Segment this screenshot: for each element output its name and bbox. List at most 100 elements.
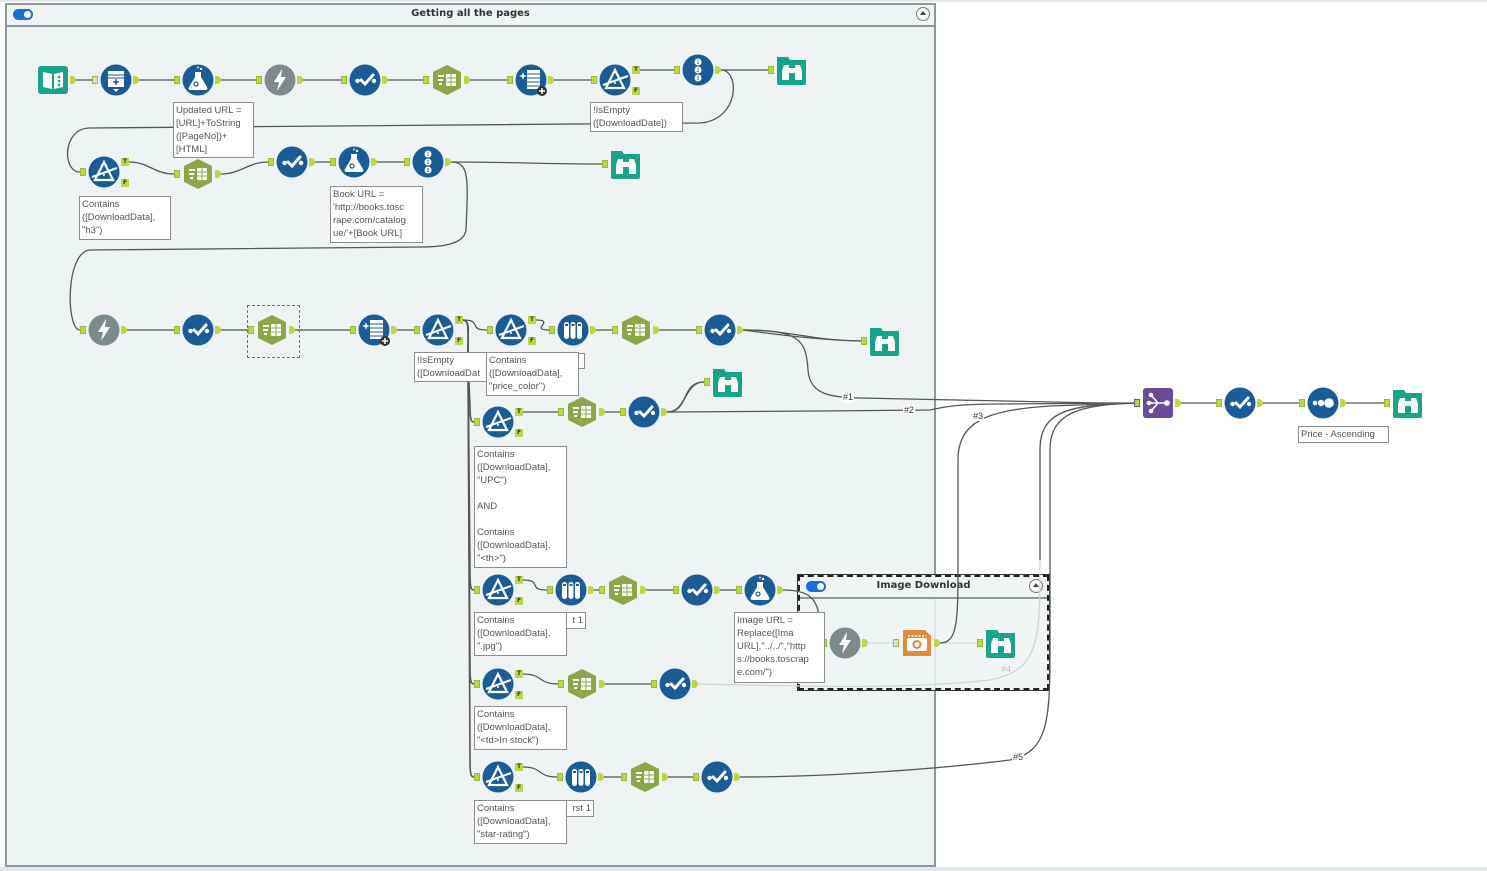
annotation-sort-price-ascending[interactable]: Price - Ascending: [1298, 426, 1389, 443]
annotation-filter-jpg[interactable]: Contains ([DownloadData], ".jpg"): [474, 612, 567, 656]
input-anchor[interactable]: [474, 773, 480, 781]
input-anchor[interactable]: [174, 170, 180, 178]
input-anchor[interactable]: [591, 76, 597, 84]
output-anchor[interactable]: [215, 170, 221, 178]
input-anchor[interactable]: [704, 378, 710, 386]
output-anchor[interactable]: [588, 586, 594, 594]
output-anchor[interactable]: [382, 76, 388, 84]
output-anchor[interactable]: [599, 408, 605, 416]
tool-select[interactable]: [1224, 387, 1256, 419]
tool-text-to-columns[interactable]: [566, 396, 598, 428]
tool-text-input[interactable]: [37, 64, 69, 96]
output-anchor[interactable]: [297, 76, 303, 84]
tool-browse[interactable]: [1392, 387, 1424, 419]
tool-select[interactable]: [349, 64, 381, 96]
true-output-anchor[interactable]: T: [515, 576, 523, 584]
output-anchor[interactable]: [289, 326, 295, 334]
input-anchor[interactable]: [893, 639, 899, 647]
connection[interactable]: [67, 69, 734, 173]
tool-download[interactable]: [88, 314, 120, 346]
container-collapse-button[interactable]: [1029, 579, 1043, 593]
input-anchor[interactable]: [558, 680, 564, 688]
true-output-anchor[interactable]: T: [515, 763, 523, 771]
annotation-filter-isempty[interactable]: !IsEmpty ([DownloadDat: [414, 352, 487, 382]
false-output-anchor[interactable]: F: [632, 87, 640, 95]
input-anchor[interactable]: [256, 76, 262, 84]
input-anchor[interactable]: [174, 76, 180, 84]
true-output-anchor[interactable]: T: [455, 316, 463, 324]
tool-filter[interactable]: [88, 156, 120, 188]
false-output-anchor[interactable]: F: [515, 691, 523, 699]
tool-generate-rows[interactable]: [100, 64, 132, 96]
output-anchor[interactable]: [1257, 399, 1263, 407]
tool-select[interactable]: [182, 314, 214, 346]
output-anchor[interactable]: [121, 326, 127, 334]
output-anchor[interactable]: [548, 76, 554, 84]
output-anchor[interactable]: [715, 66, 721, 74]
tool-filter[interactable]: [482, 574, 514, 606]
input-anchor[interactable]: [1216, 399, 1222, 407]
tool-text-to-columns[interactable]: [607, 574, 639, 606]
output-anchor[interactable]: [692, 680, 698, 688]
annotation-filter-in-stock[interactable]: Contains ([DownloadData], "<td>In stock"…: [474, 706, 567, 750]
false-output-anchor[interactable]: F: [455, 337, 463, 345]
tool-browse[interactable]: [869, 325, 901, 357]
connection[interactable]: [522, 766, 558, 778]
container-enable-toggle[interactable]: [13, 9, 33, 20]
input-anchor[interactable]: [768, 66, 774, 74]
input-anchor[interactable]: [404, 158, 410, 166]
input-anchor[interactable]: [696, 326, 702, 334]
tool-formula[interactable]: [744, 574, 776, 606]
true-output-anchor[interactable]: T: [515, 670, 523, 678]
tool-blob-convert[interactable]: [901, 627, 933, 659]
input-anchor[interactable]: [693, 773, 699, 781]
output-anchor[interactable]: [598, 773, 604, 781]
tool-filter[interactable]: [599, 64, 631, 96]
input-anchor[interactable]: [474, 586, 480, 594]
input-anchor[interactable]: [599, 586, 605, 594]
annotation-filter-isempty-downloaddate[interactable]: !IsEmpty ([DownloadDate]): [590, 102, 683, 132]
output-anchor[interactable]: [391, 326, 397, 334]
output-anchor[interactable]: [734, 773, 740, 781]
output-anchor[interactable]: [445, 158, 451, 166]
input-anchor[interactable]: [423, 76, 429, 84]
annotation-filter-upc-th[interactable]: Contains ([DownloadData], "UPC") AND Con…: [474, 446, 567, 568]
input-anchor[interactable]: [92, 76, 98, 84]
output-anchor[interactable]: [737, 326, 743, 334]
true-output-anchor[interactable]: T: [515, 408, 523, 416]
input-anchor[interactable]: [651, 680, 657, 688]
connection[interactable]: [220, 161, 269, 175]
output-anchor[interactable]: [714, 586, 720, 594]
false-output-anchor[interactable]: F: [121, 179, 129, 187]
output-anchor[interactable]: [662, 773, 668, 781]
connection[interactable]: [522, 579, 548, 591]
tool-text-to-columns[interactable]: [566, 668, 598, 700]
true-output-anchor[interactable]: T: [528, 316, 536, 324]
tool-filter[interactable]: [482, 761, 514, 793]
tool-select[interactable]: [704, 314, 736, 346]
input-anchor[interactable]: [861, 337, 867, 345]
output-anchor[interactable]: [590, 326, 596, 334]
input-anchor[interactable]: [1299, 399, 1305, 407]
input-anchor[interactable]: [1384, 399, 1390, 407]
output-anchor[interactable]: [640, 586, 646, 594]
connection[interactable]: [450, 161, 603, 165]
output-anchor[interactable]: [309, 158, 315, 166]
output-anchor[interactable]: [653, 326, 659, 334]
tool-filter[interactable]: [495, 314, 527, 346]
false-output-anchor[interactable]: F: [515, 784, 523, 792]
input-anchor[interactable]: [474, 418, 480, 426]
output-anchor[interactable]: [661, 408, 667, 416]
input-anchor[interactable]: [557, 773, 563, 781]
true-output-anchor[interactable]: T: [632, 66, 640, 74]
container-collapse-button[interactable]: [916, 7, 930, 21]
tool-filter[interactable]: [422, 314, 454, 346]
tool-text-to-columns[interactable]: [256, 314, 288, 346]
output-anchor[interactable]: [215, 326, 221, 334]
input-anchor[interactable]: [341, 76, 347, 84]
connection[interactable]: [535, 319, 550, 331]
input-anchor[interactable]: [414, 326, 420, 334]
tool-select[interactable]: [276, 146, 308, 178]
tool-select[interactable]: [681, 574, 713, 606]
